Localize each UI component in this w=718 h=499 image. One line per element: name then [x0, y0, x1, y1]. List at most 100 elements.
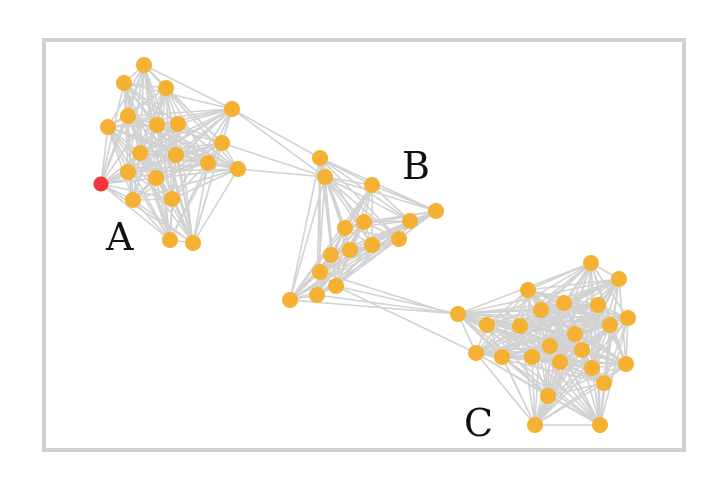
edge-cluster-b	[289, 254, 332, 301]
edge-cluster-c	[501, 356, 536, 426]
edge-cluster-b	[289, 227, 346, 301]
edge-cluster-a	[100, 126, 109, 185]
edge-cluster-c	[519, 324, 611, 327]
node-cluster-c	[620, 310, 636, 326]
node-cluster-b	[312, 150, 328, 166]
edge-cluster-b	[344, 227, 400, 240]
node-cluster-c	[556, 295, 572, 311]
edge-cluster-c	[547, 367, 593, 397]
edge-cluster-c	[486, 289, 529, 326]
node-cluster-b	[356, 214, 372, 230]
edge-bridge	[231, 108, 321, 159]
node-cluster-a	[214, 135, 230, 151]
edge-cluster-a	[100, 168, 239, 185]
node-cluster-c	[450, 306, 466, 322]
edge-cluster-c	[475, 345, 551, 354]
node-cluster-c	[542, 338, 558, 354]
edge-cluster-b	[324, 176, 373, 246]
edge-cluster-b	[289, 238, 400, 301]
edge-cluster-c	[531, 349, 583, 358]
edge-cluster-c	[519, 325, 576, 335]
node-cluster-b	[328, 278, 344, 294]
node-cluster-c	[596, 375, 612, 391]
node-cluster-c	[567, 326, 583, 342]
edge-cluster-c	[519, 325, 561, 363]
node-cluster-a	[185, 235, 201, 251]
edge-cluster-a	[123, 82, 233, 110]
edge-cluster-c	[501, 356, 549, 397]
node-cluster-b	[342, 242, 358, 258]
edge-cluster-b	[344, 220, 411, 229]
node-cluster-a	[224, 101, 240, 117]
edge-cluster-a	[100, 115, 129, 185]
node-cluster-c	[468, 345, 484, 361]
node-cluster-a	[149, 117, 165, 133]
node-cluster-b	[364, 177, 380, 193]
edge-cluster-a	[100, 142, 223, 185]
node-cluster-b	[282, 292, 298, 308]
node-cluster-b	[312, 264, 328, 280]
edge-cluster-a	[171, 168, 239, 200]
node-cluster-b	[323, 247, 339, 263]
edge-cluster-a	[107, 123, 179, 128]
edge-cluster-a	[100, 183, 173, 200]
edge-cluster-a	[165, 87, 173, 200]
edge-cluster-a	[127, 115, 173, 200]
node-cluster-a	[100, 119, 116, 135]
cluster-label-a: A	[105, 215, 134, 259]
edge-cluster-c	[475, 352, 536, 426]
edge-cluster-c	[486, 324, 549, 397]
edge-cluster-a	[171, 198, 194, 244]
node-cluster-a	[125, 192, 141, 208]
node-cluster-a	[158, 80, 174, 96]
edge-cluster-a	[155, 177, 171, 241]
edge-cluster-c	[540, 309, 629, 319]
node-cluster-c	[583, 255, 599, 271]
edge-cluster-c	[534, 367, 593, 426]
edge-cluster-a	[132, 199, 171, 241]
edge-cluster-a	[192, 168, 239, 244]
edge-cluster-a	[100, 183, 194, 244]
node-cluster-a	[116, 75, 132, 91]
edge-cluster-a	[177, 123, 194, 244]
edge-cluster-c	[457, 313, 611, 326]
edge-cluster-c	[527, 278, 620, 291]
node-cluster-b	[391, 231, 407, 247]
node-cluster-c	[574, 342, 590, 358]
node-cluster-c	[584, 360, 600, 376]
node-cluster-c	[552, 354, 568, 370]
edge-cluster-c	[519, 325, 627, 365]
node-cluster-c	[540, 388, 556, 404]
edge-cluster-a	[107, 126, 134, 201]
edge-cluster-a	[177, 108, 233, 125]
node-cluster-a	[200, 155, 216, 171]
node-cluster-a	[120, 108, 136, 124]
edge-cluster-a	[139, 108, 233, 154]
node-cluster-a	[132, 145, 148, 161]
edge-cluster-a	[143, 64, 233, 110]
edge-cluster-a	[175, 154, 194, 244]
node-layer	[93, 57, 636, 433]
node-cluster-c	[602, 317, 618, 333]
edge-cluster-a	[155, 142, 223, 179]
edge-cluster-c	[591, 317, 629, 369]
node-cluster-c	[520, 282, 536, 298]
edge-cluster-a	[192, 142, 223, 244]
edge-cluster-c	[475, 324, 611, 354]
node-cluster-b	[402, 213, 418, 229]
node-cluster-a	[170, 116, 186, 132]
edge-cluster-a	[155, 177, 194, 244]
edge-cluster-a	[127, 171, 171, 241]
node-cluster-c	[512, 318, 528, 334]
edge-cluster-a	[107, 87, 167, 128]
edge-cluster-c	[547, 395, 601, 426]
edge-cluster-b	[289, 176, 326, 301]
edge-cluster-b	[371, 184, 411, 222]
edge-cluster-c	[457, 313, 601, 426]
edge-cluster-c	[591, 367, 601, 426]
node-cluster-b	[337, 220, 353, 236]
node-cluster-c	[618, 356, 634, 372]
node-cluster-a	[168, 147, 184, 163]
edge-bridge	[221, 142, 326, 178]
